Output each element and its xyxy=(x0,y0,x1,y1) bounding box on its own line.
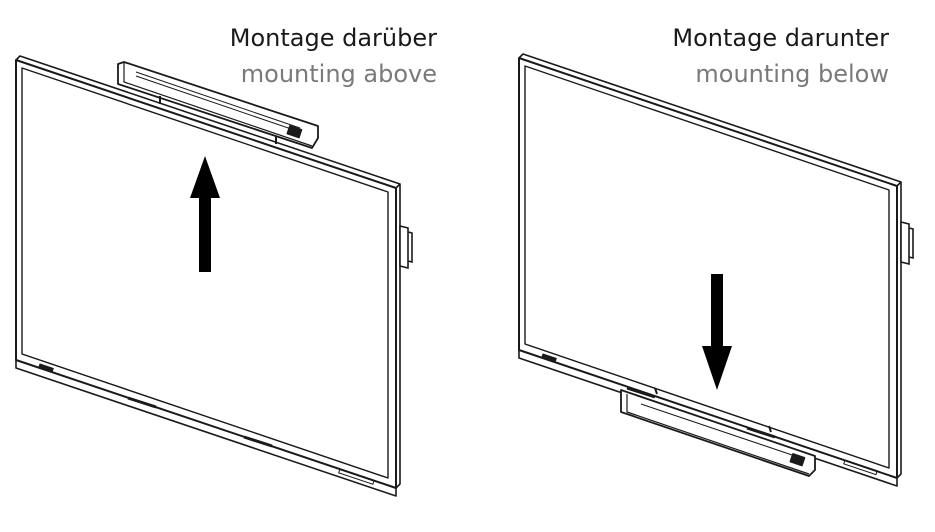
arrow-down-icon xyxy=(702,274,732,390)
caption-above-german: Montage darüber xyxy=(229,24,437,52)
caption-mounting-below: Montage darunter mounting below xyxy=(672,20,889,92)
soundbar-below xyxy=(620,387,816,477)
illustration-above xyxy=(15,55,413,497)
caption-below-english: mounting below xyxy=(695,60,889,88)
panel-mounting-below: Montage darunter mounting below xyxy=(467,0,935,532)
illustration-below xyxy=(518,53,914,487)
side-handle-icon xyxy=(399,224,413,270)
side-handle-icon xyxy=(900,220,914,266)
panel-mounting-above: Montage darüber mounting above xyxy=(0,0,467,532)
soundbar-above xyxy=(117,61,319,149)
display-above xyxy=(15,55,401,497)
front-controls-below xyxy=(541,353,878,476)
caption-mounting-above: Montage darüber mounting above xyxy=(230,20,437,92)
display-below xyxy=(518,53,902,487)
arrow-up-icon xyxy=(190,156,220,272)
caption-below-german: Montage darunter xyxy=(672,24,889,52)
front-controls-above xyxy=(38,363,375,485)
caption-above-english: mounting above xyxy=(240,60,437,88)
